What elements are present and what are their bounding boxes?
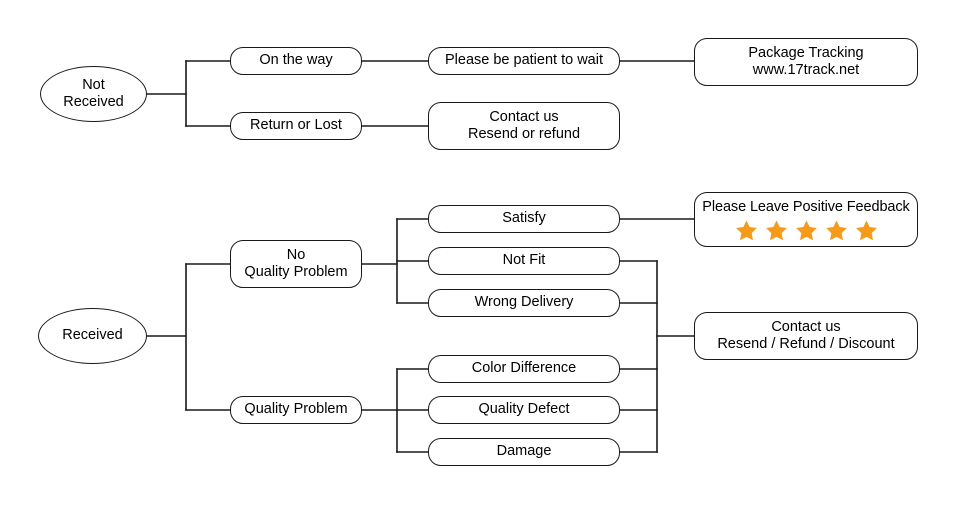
node-wrong-delivery-label: Wrong Delivery [474,294,574,311]
star-icon[interactable] [735,219,758,242]
star-icon[interactable] [795,219,818,242]
node-quality-problem[interactable]: Quality Problem [230,396,362,424]
node-quality-problem-label: Quality Problem [244,401,348,418]
star-icon[interactable] [825,219,848,242]
star-icon[interactable] [855,219,878,242]
node-satisfy[interactable]: Satisfy [428,205,620,233]
node-contact-discount-line2: Resend / Refund / Discount [717,336,895,352]
node-not-received-line1: Not [82,76,105,93]
node-return-or-lost[interactable]: Return or Lost [230,112,362,140]
node-package-tracking-line1: Package Tracking [748,44,864,61]
node-not-received-line2: Received [63,94,124,110]
node-not-fit-label: Not Fit [502,252,546,269]
node-not-fit[interactable]: Not Fit [428,247,620,275]
node-received-label: Received [62,327,123,344]
node-contact-resend-refund[interactable]: Contact us Resend or refund [428,102,620,150]
rating-stars-row[interactable] [735,219,878,242]
node-quality-defect[interactable]: Quality Defect [428,396,620,424]
node-no-quality-problem-line2: Quality Problem [244,264,348,280]
star-icon[interactable] [765,219,788,242]
node-please-be-patient-label: Please be patient to wait [445,52,603,69]
node-on-the-way-label: On the way [259,52,333,69]
node-received[interactable]: Received [38,308,147,364]
node-no-quality-problem-line1: No [286,246,306,263]
node-wrong-delivery[interactable]: Wrong Delivery [428,289,620,317]
node-color-difference-label: Color Difference [471,360,577,377]
node-package-tracking[interactable]: Package Tracking www.17track.net [694,38,918,86]
node-damage[interactable]: Damage [428,438,620,466]
node-color-difference[interactable]: Color Difference [428,355,620,383]
node-not-received[interactable]: Not Received [40,66,147,122]
node-return-or-lost-label: Return or Lost [250,117,342,134]
node-contact-resend-refund-discount[interactable]: Contact us Resend / Refund / Discount [694,312,918,360]
node-no-quality-problem[interactable]: No Quality Problem [230,240,362,288]
node-positive-feedback-title: Please Leave Positive Feedback [702,198,910,215]
node-contact-resend-refund-line2: Resend or refund [467,126,581,142]
node-on-the-way[interactable]: On the way [230,47,362,75]
node-damage-label: Damage [496,443,552,460]
node-contact-discount-line1: Contact us [771,318,841,335]
node-positive-feedback[interactable]: Please Leave Positive Feedback [694,192,918,247]
node-package-tracking-line2: www.17track.net [752,62,860,78]
node-please-be-patient[interactable]: Please be patient to wait [428,47,620,75]
node-satisfy-label: Satisfy [502,210,546,227]
node-quality-defect-label: Quality Defect [478,401,570,418]
node-contact-resend-refund-line1: Contact us [489,108,559,125]
